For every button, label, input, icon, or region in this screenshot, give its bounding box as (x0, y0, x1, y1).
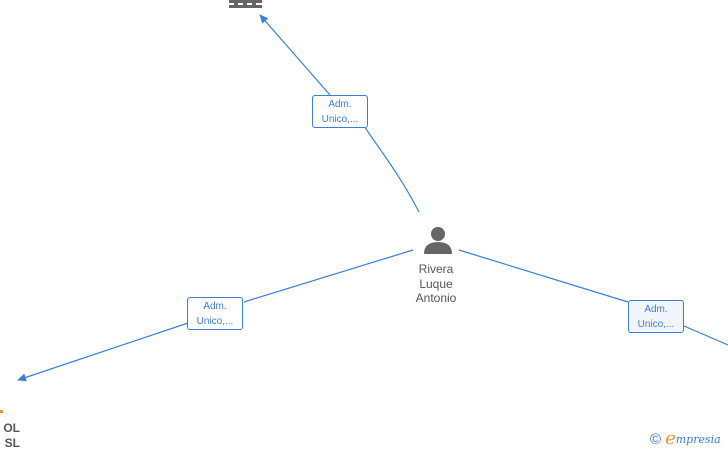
company-name-line: OL (3, 421, 20, 435)
brand-logo: © e mpresia (650, 430, 721, 448)
edge-to-left-company (18, 249, 414, 380)
person-icon[interactable] (424, 227, 452, 254)
company-name-left[interactable]: OL SL (0, 421, 20, 450)
person-name-line: Rivera (418, 262, 454, 276)
person-name[interactable]: Rivera Luque Antonio (396, 262, 476, 306)
person-name-line: Luque (419, 276, 453, 291)
role-title: Adm. (644, 304, 668, 315)
brand-initial: e (665, 428, 676, 449)
role-title: Adm. (203, 301, 227, 312)
edge-to-top-company (260, 15, 420, 213)
role-title: Adm. (328, 99, 352, 110)
company-marker-icon (0, 410, 3, 413)
company-name-line: SL (4, 435, 20, 450)
role-box-top[interactable]: Adm. Unico,... (312, 95, 368, 128)
brand-text: mpresia (675, 432, 721, 446)
edge-to-right-company (458, 249, 728, 346)
role-subtitle: Unico,... (637, 319, 675, 330)
role-box-left[interactable]: Adm. Unico,... (187, 297, 243, 330)
company-building-icon[interactable] (229, 0, 262, 8)
role-subtitle: Unico,... (196, 316, 234, 327)
role-subtitle: Unico,... (321, 114, 359, 125)
role-box-right[interactable]: Adm. Unico,... (628, 300, 684, 333)
copyright-icon: © (650, 430, 662, 448)
person-name-line: Antonio (415, 291, 457, 305)
